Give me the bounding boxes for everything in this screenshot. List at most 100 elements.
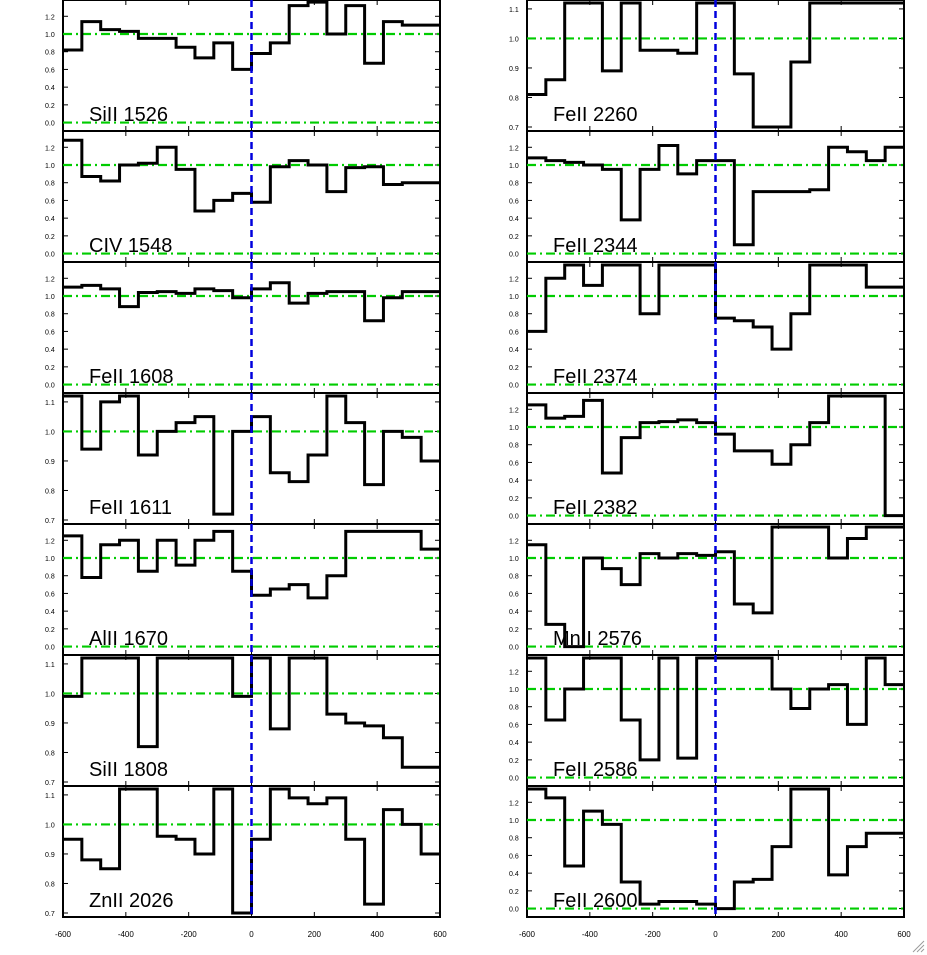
y-tick-label: 0.8	[509, 181, 519, 188]
x-tick-label: 0	[713, 930, 718, 939]
y-tick-label: 1.1	[509, 7, 519, 14]
y-tick-label: 1.0	[45, 294, 55, 301]
y-tick-label: 0.2	[509, 365, 519, 372]
x-tick-label: 600	[897, 930, 911, 939]
y-tick-label: 1.1	[45, 400, 55, 407]
y-tick-label: 0.7	[45, 911, 55, 918]
y-tick-label: 0.2	[45, 103, 55, 110]
y-tick-label: 1.2	[509, 669, 519, 676]
y-tick-label: 0.7	[45, 780, 55, 787]
panel-label: AlII 1670	[89, 628, 168, 650]
y-tick-label: 0.8	[45, 574, 55, 581]
panel-label: SiII 1526	[89, 104, 168, 126]
y-tick-label: 0.8	[509, 95, 519, 102]
y-tick-label: 0.7	[45, 518, 55, 525]
panel-label: FeII 2600	[553, 890, 638, 912]
x-tick-label: -400	[118, 930, 135, 939]
y-tick-label: 0.6	[509, 329, 519, 336]
y-tick-label: 0.2	[45, 234, 55, 241]
spectrum-line-feii-2344	[527, 144, 904, 247]
panel-label: FeII 1611	[89, 497, 172, 519]
y-tick-label: 1.2	[509, 407, 519, 414]
x-tick-label: -600	[519, 930, 536, 939]
x-tick-label: 0	[249, 930, 254, 939]
spectrum-line-feii-1611	[63, 394, 440, 516]
y-tick-label: 0.6	[45, 67, 55, 74]
y-tick-label: 0.6	[509, 591, 519, 598]
y-tick-label: 1.0	[45, 163, 55, 170]
y-tick-label: 0.8	[509, 574, 519, 581]
panel-label: SiII 1808	[89, 759, 168, 781]
y-tick-label: 0.0	[509, 514, 519, 521]
y-tick-label: 1.2	[45, 538, 55, 545]
y-tick-label: 0.4	[509, 347, 519, 354]
y-tick-label: 0.8	[509, 705, 519, 712]
y-tick-label: 0.0	[509, 252, 519, 259]
spectrum-line-mnii-2576	[527, 525, 904, 649]
y-tick-label: 0.4	[45, 85, 55, 92]
y-tick-label: 0.4	[509, 609, 519, 616]
panel-label: FeII 2586	[553, 759, 638, 781]
y-tick-label: 0.8	[509, 836, 519, 843]
panel-label: CIV 1548	[89, 235, 172, 257]
panel-label: FeII 2374	[553, 366, 638, 388]
y-tick-label: 0.8	[45, 312, 55, 319]
y-tick-label: 0.0	[45, 252, 55, 259]
y-tick-label: 0.6	[45, 329, 55, 336]
x-tick-label: -200	[181, 930, 198, 939]
spectrum-line-feii-2374	[527, 263, 904, 351]
spectrum-line-feii-2382	[527, 394, 904, 518]
panel-label: FeII 1608	[89, 366, 174, 388]
y-tick-label: 0.8	[45, 488, 55, 495]
resize-grip-icon[interactable]	[912, 940, 925, 953]
spectrum-line-feii-2586	[527, 656, 904, 762]
x-tick-label: -600	[55, 930, 72, 939]
y-tick-label: 1.0	[509, 818, 519, 825]
y-tick-label: 1.2	[45, 14, 55, 21]
y-tick-label: 0.4	[509, 478, 519, 485]
y-tick-label: 1.0	[45, 32, 55, 39]
y-tick-label: 0.2	[45, 365, 55, 372]
panel-label: ZnII 2026	[89, 890, 174, 912]
y-tick-label: 0.6	[509, 722, 519, 729]
spectrum-line-feii-1608	[63, 281, 440, 323]
x-tick-label: 400	[370, 930, 384, 939]
y-tick-label: 0.6	[509, 853, 519, 860]
y-tick-label: 0.8	[509, 312, 519, 319]
spectrum-line-feii-2600	[527, 787, 904, 911]
y-tick-label: 0.0	[45, 383, 55, 390]
spectrum-line-siii-1808	[63, 656, 440, 769]
y-tick-label: 0.4	[45, 216, 55, 223]
y-tick-label: 0.9	[45, 852, 55, 859]
y-tick-label: 0.8	[45, 881, 55, 888]
y-tick-label: 0.9	[45, 721, 55, 728]
y-tick-label: 0.0	[509, 383, 519, 390]
y-tick-label: 1.0	[509, 556, 519, 563]
y-tick-label: 0.4	[509, 216, 519, 223]
panel-label: MnII 2576	[553, 628, 642, 650]
y-tick-label: 0.0	[509, 907, 519, 914]
panel-label: FeII 2260	[553, 104, 638, 126]
x-tick-label: -200	[645, 930, 662, 939]
y-tick-label: 1.0	[509, 687, 519, 694]
y-tick-label: 1.0	[45, 822, 55, 829]
y-tick-label: 0.4	[509, 740, 519, 747]
panel-label: FeII 2344	[553, 235, 638, 257]
x-tick-label: 200	[772, 930, 786, 939]
y-tick-label: 1.0	[509, 425, 519, 432]
y-tick-label: 0.8	[45, 50, 55, 57]
y-tick-label: 0.6	[509, 198, 519, 205]
y-tick-label: 0.7	[509, 125, 519, 132]
y-tick-label: 1.2	[45, 276, 55, 283]
